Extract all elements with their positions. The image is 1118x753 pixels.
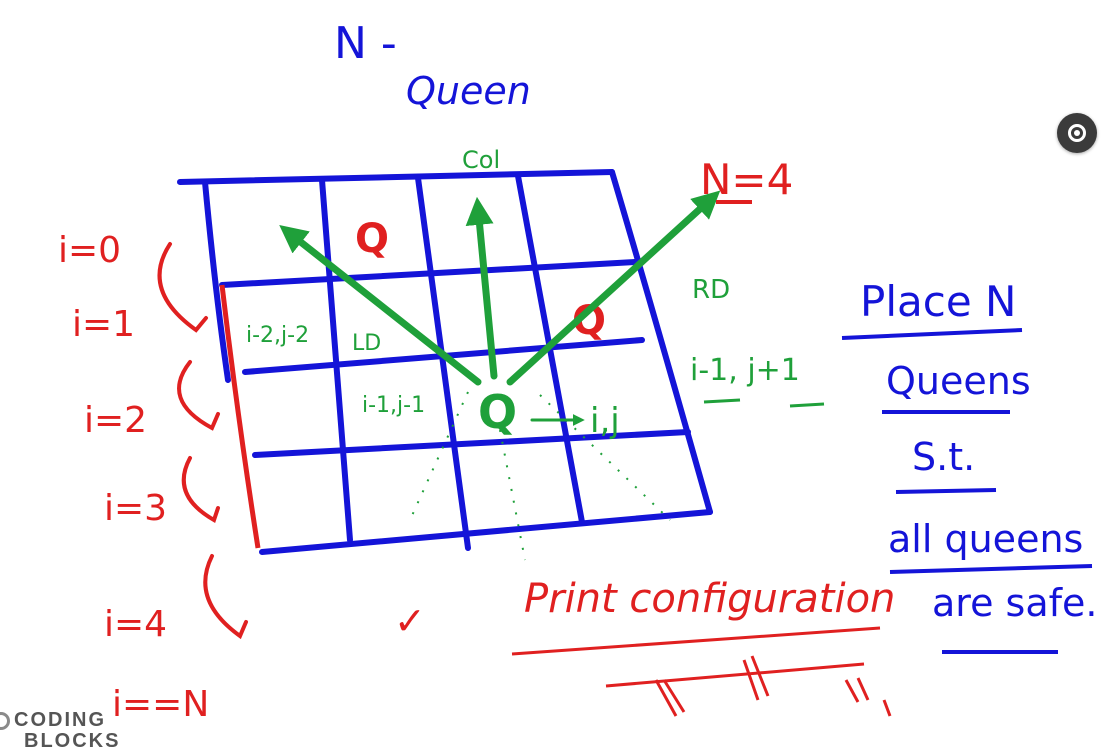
arrow-column — [465, 196, 498, 380]
grid-line-bottom — [259, 509, 713, 555]
queen-mark-current: Q — [478, 385, 517, 439]
problem-line-3-underline — [895, 488, 997, 494]
grid-line-top — [177, 169, 615, 185]
settings-icon — [1068, 124, 1086, 142]
label-right-diagonal: RD — [692, 275, 730, 305]
print-note-scribbles — [654, 655, 892, 717]
print-configuration-note: Print configuration — [524, 576, 895, 622]
label-cell-ij: i,j — [590, 401, 620, 441]
arrow-left-diagonal — [279, 225, 482, 386]
watermark-line2: BLOCKS — [24, 730, 121, 752]
check-mark: ✓ — [394, 599, 426, 643]
coding-blocks-watermark: CODING BLOCKS — [0, 708, 118, 752]
grid-line-col2 — [415, 175, 471, 551]
label-cell-up-right: i-1, j+1 — [690, 353, 800, 388]
settings-button[interactable] — [1057, 113, 1097, 153]
underline-up-right-a — [703, 398, 741, 404]
grid-line-row3 — [252, 429, 691, 458]
problem-line-1: Place N — [860, 277, 1016, 326]
watermark-line1: CODING — [14, 709, 106, 731]
red-left-edge — [219, 284, 261, 549]
print-note-underline — [511, 626, 881, 656]
problem-line-2: Queens — [886, 359, 1031, 403]
row-label-n: i==N — [112, 684, 209, 725]
problem-line-3: S.t. — [912, 435, 975, 479]
print-note-underline-2 — [605, 662, 865, 688]
problem-line-1-underline — [841, 328, 1023, 340]
label-column: Col — [462, 146, 500, 174]
attack-arrows — [279, 190, 721, 426]
title-line2: Queen — [406, 69, 531, 113]
underline-up-right-b — [789, 402, 825, 408]
row-label-0: i=0 — [58, 230, 121, 271]
logo-icon — [0, 712, 10, 730]
grid-line-right — [609, 169, 713, 515]
row-label-2: i=2 — [84, 400, 147, 441]
label-cell-up-left: i-1,j-1 — [362, 393, 425, 418]
label-left-diagonal: LD — [352, 331, 381, 356]
grid-line-col1 — [319, 177, 353, 543]
arrow-right-diagonal — [506, 190, 721, 386]
title-line1: N - — [334, 18, 397, 69]
chess-grid — [177, 169, 713, 555]
problem-line-4-underline — [889, 564, 1093, 574]
problem-line-5: are safe. — [932, 581, 1097, 625]
row-label-3: i=3 — [104, 488, 167, 529]
row-label-1: i=1 — [72, 304, 135, 345]
grid-line-left — [202, 179, 231, 383]
queen-mark-row0: Q — [355, 216, 389, 262]
row-label-4: i=4 — [104, 604, 167, 645]
row-arrows — [157, 242, 248, 640]
label-n-value: N=4 — [700, 155, 793, 204]
problem-line-4: all queens — [888, 517, 1083, 561]
label-cell-far-left: i-2,j-2 — [246, 323, 309, 348]
